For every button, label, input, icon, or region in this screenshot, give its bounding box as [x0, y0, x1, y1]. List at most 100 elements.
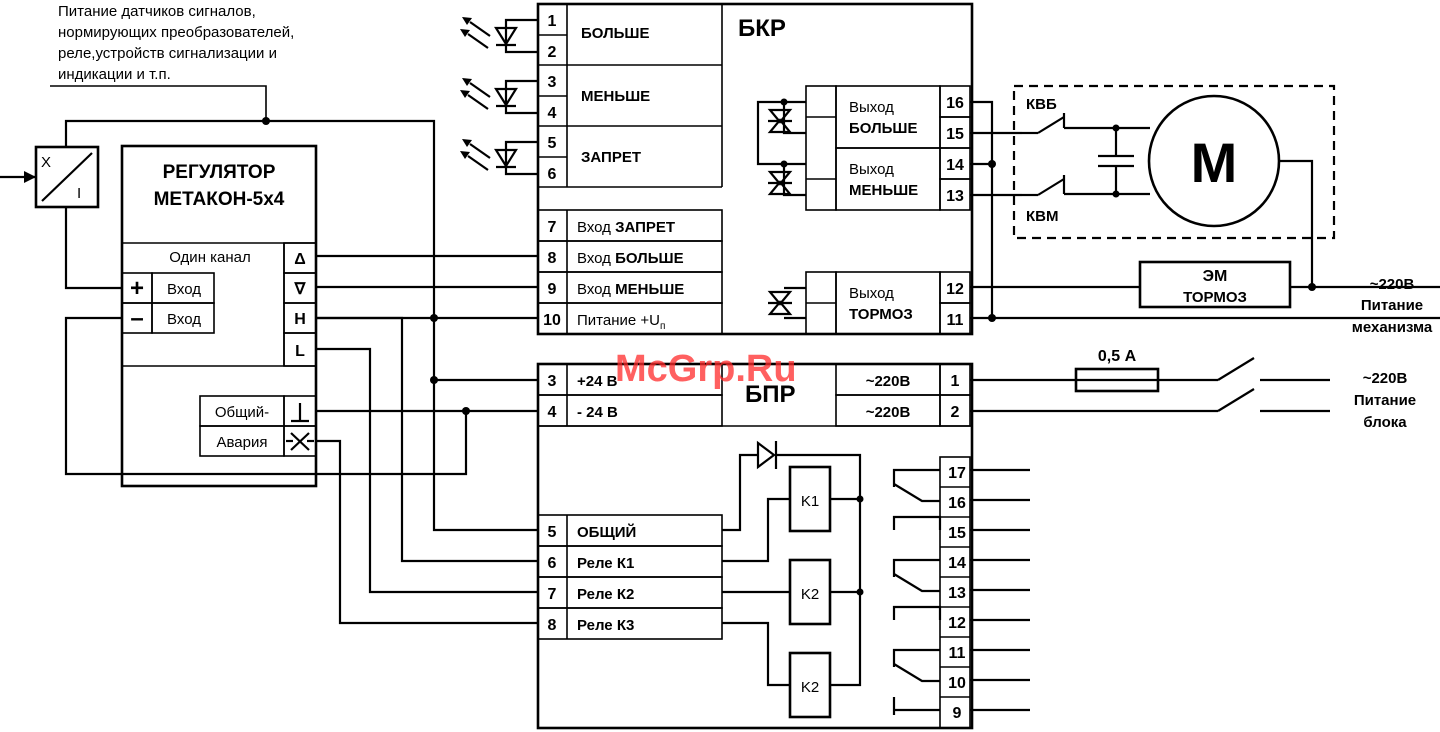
signal-less-label: МЕНЬШЕ — [581, 88, 650, 105]
block-supply: 0,5 А ~220В Питание блока — [970, 348, 1416, 431]
bpr-pin-7: 7 — [548, 586, 557, 603]
input-more-label: Вход БОЛЬШЕ — [577, 250, 684, 267]
output-more-symbol: Δ — [294, 251, 306, 268]
output-less-l1: Выход — [849, 161, 894, 178]
converter-output-symbol: I — [77, 185, 81, 202]
kvm-label: КВМ — [1026, 208, 1058, 225]
relay-k2-label: Реле К2 — [577, 586, 634, 603]
bkr-pin-15: 15 — [946, 126, 964, 143]
note-line-1: Питание датчиков сигналов, — [58, 3, 256, 20]
contact-11: 11 — [949, 645, 966, 662]
input-label-1: Вход — [167, 281, 201, 298]
brake-electromagnet: ЭМ ТОРМОЗ ~220В Питание механизма — [1138, 260, 1433, 336]
mech-supply-2: Питание — [1361, 297, 1423, 314]
regulator-title-1: РЕГУЛЯТОР — [163, 162, 276, 183]
brake-label: ТОРМОЗ — [1183, 289, 1247, 306]
triac-icon — [767, 108, 793, 134]
note-line-4: индикации и т.п. — [58, 66, 171, 83]
output-less-l2: МЕНЬШЕ — [849, 182, 918, 199]
output-less-symbol: ∇ — [294, 281, 307, 298]
contact-9: 9 — [953, 705, 962, 722]
output-more-l2: БОЛЬШЕ — [849, 120, 917, 137]
bkr-pin-16: 16 — [946, 95, 964, 112]
mech-supply-1: ~220В — [1370, 276, 1415, 293]
regulator-title-2: МЕТАКОН-5х4 — [154, 189, 285, 210]
triac-symbols — [756, 98, 806, 320]
contact-13: 13 — [948, 585, 966, 602]
bpr-pin-6: 6 — [548, 555, 557, 572]
block-supply-3: блока — [1363, 414, 1407, 431]
channel-label: Один канал — [169, 249, 251, 266]
bkr-pin-6: 6 — [548, 166, 557, 183]
bkr-pin-4: 4 — [548, 105, 557, 122]
note-line-3: реле,устройств сигнализации и — [58, 45, 277, 62]
led-icon — [460, 17, 538, 54]
output-more-l1: Выход — [849, 99, 894, 116]
bkr-pin-12: 12 — [946, 281, 964, 298]
input-less-label: Вход МЕНЬШЕ — [577, 281, 684, 298]
bpr-block: БПР 3 4 +24 В - 24 В ~220В ~220В 1 2 5 6… — [536, 362, 1030, 730]
contact-terminals: 17 16 15 14 13 12 11 10 9 — [939, 456, 971, 729]
bkr-output-wiring — [970, 100, 1440, 322]
bkr-pin-7: 7 — [548, 219, 557, 236]
regulator-block: РЕГУЛЯТОР МЕТАКОН-5х4 Один канал + – Вхо… — [120, 144, 318, 488]
contact-leads — [970, 468, 1030, 712]
bpr-pin-5: 5 — [548, 524, 557, 541]
mech-supply-3: механизма — [1352, 319, 1433, 336]
note-line-2: нормирующих преобразователей, — [58, 24, 294, 41]
bpr-pin-4: 4 — [548, 404, 557, 421]
power-input-label: Питание +Uп — [577, 312, 665, 332]
diode-icon — [756, 440, 778, 470]
relay-contacts — [892, 468, 942, 715]
plus-terminal: + — [130, 275, 144, 302]
contact-15: 15 — [948, 525, 966, 542]
fuse-rating: 0,5 А — [1098, 348, 1137, 365]
bpr-pin-3: 3 — [548, 373, 557, 390]
bkr-pin-14: 14 — [946, 157, 964, 174]
em-label: ЭМ — [1203, 268, 1228, 285]
signal-block-label: ЗАПРЕТ — [581, 149, 641, 166]
bkr-pin-2: 2 — [548, 44, 557, 61]
relay-k3-label: Реле К3 — [577, 617, 634, 634]
bkr-pin-13: 13 — [946, 188, 964, 205]
bpr-pin-1: 1 — [951, 373, 960, 390]
output-brake-l2: ТОРМОЗ — [849, 306, 913, 323]
bkr-pin-3: 3 — [548, 74, 557, 91]
coil-k3-label: K2 — [801, 679, 819, 696]
plus-24v-label: +24 В — [577, 373, 618, 390]
bkr-pin-5: 5 — [548, 135, 557, 152]
contact-12: 12 — [948, 615, 966, 632]
block-supply-2: Питание — [1354, 392, 1416, 409]
output-h-symbol: Н — [294, 311, 306, 328]
common-label: Общий- — [215, 404, 269, 421]
watermark: McGrp.Ru — [615, 348, 797, 390]
bpr-title: БПР — [745, 381, 796, 408]
power-note: Питание датчиков сигналов, нормирующих п… — [50, 3, 294, 121]
contact-14: 14 — [948, 555, 966, 572]
led-icon — [460, 78, 538, 115]
relay-k1-label: Реле К1 — [577, 555, 634, 572]
ac-in-label-1: ~220В — [866, 373, 911, 390]
bkr-pin-10: 10 — [543, 312, 561, 329]
bkr-block: БКР 1 2 3 4 5 6 БОЛЬШЕ МЕНЬШЕ ЗАПРЕТ 7 8… — [536, 2, 974, 336]
output-l-symbol: L — [295, 343, 305, 360]
kvb-label: КВБ — [1026, 96, 1057, 113]
signal-converter: X I — [0, 145, 100, 209]
minus-terminal: – — [130, 305, 143, 332]
bpr-pin-2: 2 — [951, 404, 960, 421]
motor-assembly: КВБ КВМ М — [1012, 84, 1440, 291]
alarm-label: Авария — [217, 434, 268, 451]
led-icon — [460, 139, 538, 176]
led-indicators — [460, 17, 538, 176]
contact-10: 10 — [948, 675, 966, 692]
bkr-pin-9: 9 — [548, 281, 557, 298]
motor-label: М — [1191, 131, 1238, 194]
bkr-pin-11: 11 — [947, 312, 964, 329]
triac-icon — [767, 170, 793, 196]
contact-17: 17 — [948, 465, 966, 482]
coil-k2-label: K2 — [801, 586, 819, 603]
output-brake-l1: Выход — [849, 285, 894, 302]
bkr-pin-8: 8 — [548, 250, 557, 267]
common-relay-label: ОБЩИЙ — [577, 523, 636, 541]
